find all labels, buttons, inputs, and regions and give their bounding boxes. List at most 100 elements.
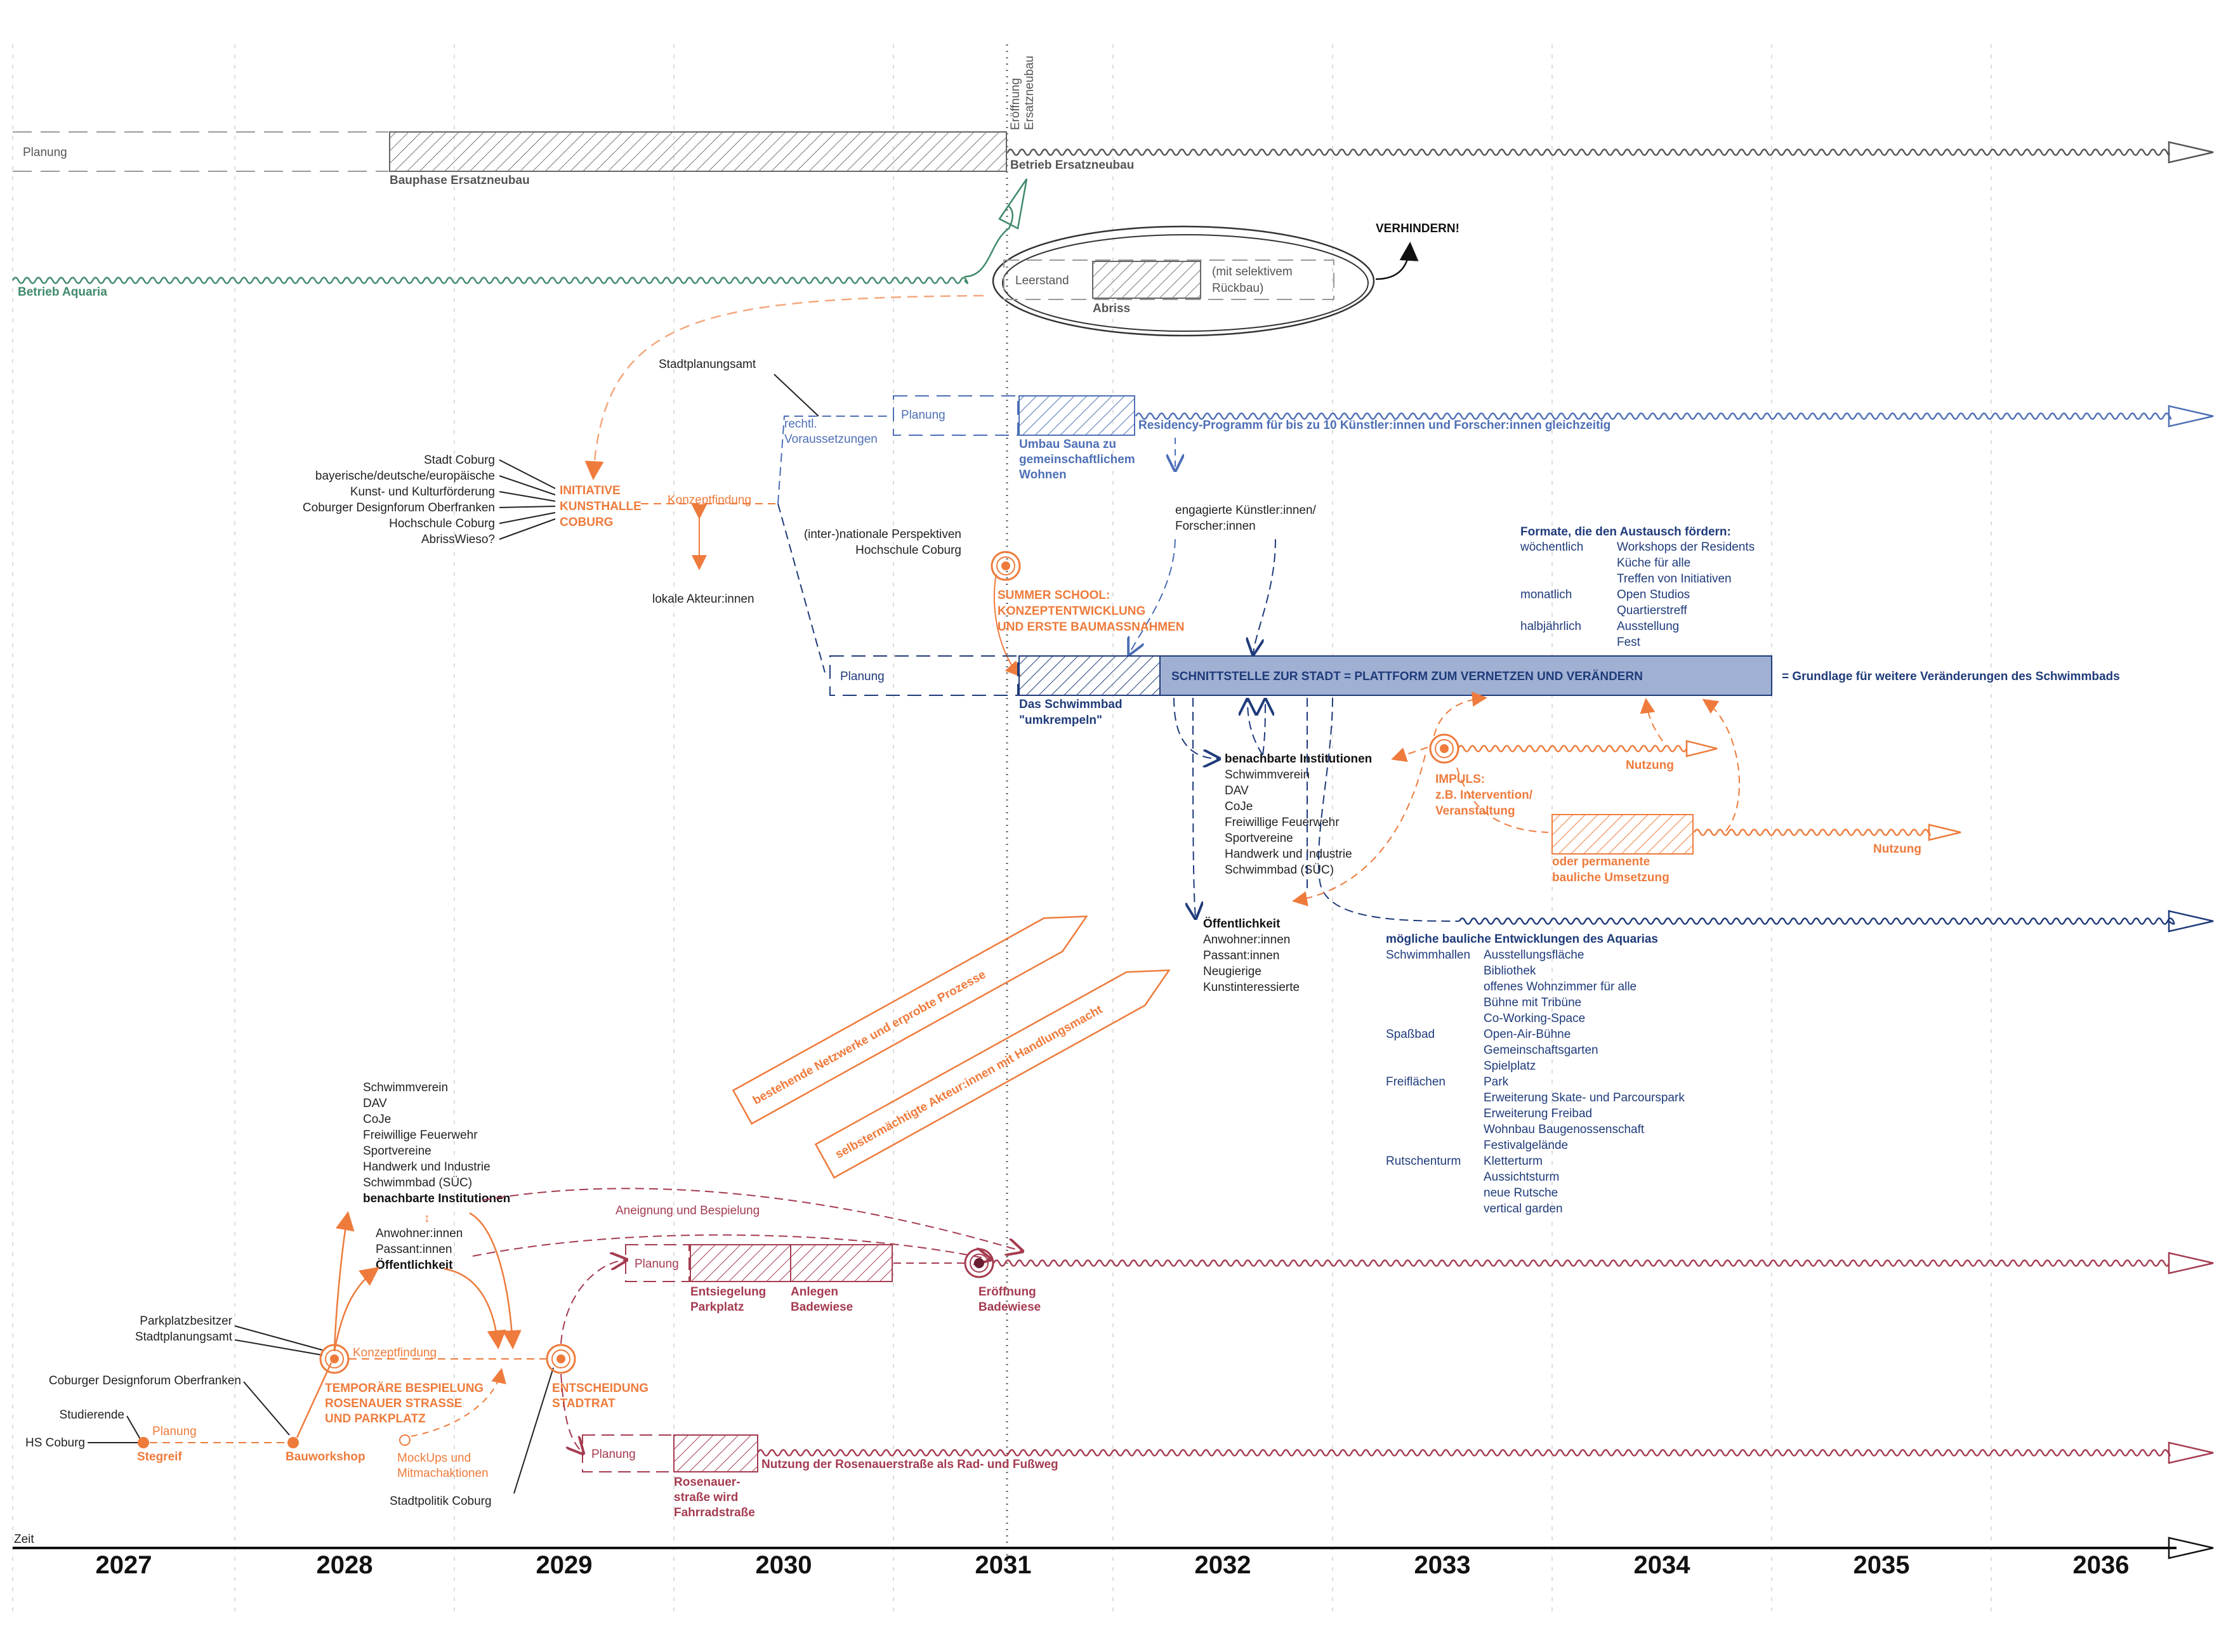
konzept-to-akteure — [333, 1211, 522, 1352]
svg-text:Forscher:innen: Forscher:innen — [1175, 520, 1256, 533]
betrieb-aquaria-wave — [11, 277, 968, 284]
svg-text:Co-Working-Space: Co-Working-Space — [1484, 1012, 1585, 1025]
label-konzeptfindung: Konzeptfindung — [668, 494, 751, 507]
label-eroeffnung-badewiese: Eröffnung Badewiese — [978, 1285, 1041, 1314]
label-schnittstelle: SCHNITTSTELLE ZUR STADT = PLATTFORM ZUM … — [1171, 670, 1643, 683]
svg-text:bayerische/deutsche/europäisch: bayerische/deutsche/europäische — [315, 469, 495, 483]
label-rosenauer: Rosenauer- straße wird Fahrradstraße — [674, 1476, 755, 1519]
year-2031: 2031 — [975, 1551, 1032, 1579]
planung-residency-frame — [893, 395, 1018, 436]
label-schwimmbad: Das Schwimmbad "umkrempeln" — [1019, 698, 1123, 727]
svg-text:Fahrradstraße: Fahrradstraße — [674, 1506, 755, 1519]
label-betrieb-aquaria: Betrieb Aquaria — [18, 285, 107, 299]
label-temporaer: TEMPORÄRE BESPIELUNG ROSENAUER STRASSE U… — [325, 1382, 484, 1426]
svg-text:Badewiese: Badewiese — [978, 1301, 1041, 1314]
konzept-target — [319, 1344, 350, 1374]
year-2027: 2027 — [96, 1551, 152, 1579]
label-rechtl-2: Voraussetzungen — [784, 433, 878, 446]
label-leerstand: Leerstand — [1015, 274, 1069, 287]
svg-text:Passant:innen: Passant:innen — [376, 1243, 452, 1256]
svg-text:Küche für alle: Küche für alle — [1617, 556, 1690, 570]
svg-text:Sportvereine: Sportvereine — [1225, 832, 1293, 845]
betrieb-neubau-arrowhead — [2168, 141, 2214, 164]
label-planung-residency: Planung — [901, 409, 945, 422]
year-2030: 2030 — [756, 1551, 812, 1579]
svg-text:Schwimmhallen: Schwimmhallen — [1386, 948, 1470, 962]
stadtpolitik-line — [513, 1367, 554, 1494]
svg-text:offenes Wohnzimmer für alle: offenes Wohnzimmer für alle — [1484, 980, 1637, 993]
label-nutzung-2: Nutzung — [1873, 842, 1921, 856]
svg-text:Stadtplanungsamt: Stadtplanungsamt — [135, 1330, 233, 1344]
label-impuls: IMPULS: z.B. Intervention/ Veranstaltung — [1435, 773, 1533, 818]
svg-text:vertical garden: vertical garden — [1484, 1202, 1563, 1216]
svg-text:Eröffnung: Eröffnung — [1009, 78, 1022, 130]
impuls-target — [1429, 733, 1459, 764]
svg-text:SUMMER SCHOOL:: SUMMER SCHOOL: — [998, 589, 1110, 602]
svg-text:Rosenauer-: Rosenauer- — [674, 1476, 741, 1489]
svg-text:bauliche Umsetzung: bauliche Umsetzung — [1552, 871, 1670, 884]
mockups-link — [411, 1368, 506, 1437]
svg-text:(inter-)nationale Perspektiven: (inter-)nationale Perspektiven — [804, 528, 961, 541]
label-bauworkshop: Bauworkshop — [286, 1450, 366, 1464]
label-hs-coburg: HS Coburg — [25, 1436, 85, 1450]
svg-text:AbrissWieso?: AbrissWieso? — [421, 533, 495, 546]
entscheidung-to-rosenau — [560, 1373, 583, 1453]
svg-text:Handwerk und Industrie: Handwerk und Industrie — [1225, 848, 1352, 861]
lower-parkplatz: Parkplatzbesitzer Stadtplanungsamt — [135, 1314, 233, 1344]
svg-text:Gemeinschaftsgarten: Gemeinschaftsgarten — [1484, 1044, 1598, 1057]
link-leerstand-to-initiative — [584, 294, 984, 480]
svg-text:CoJe: CoJe — [1225, 800, 1253, 813]
svg-text:Bühne mit Tribüne: Bühne mit Tribüne — [1484, 996, 1581, 1009]
label-aneignung: Aneignung und Bespielung — [616, 1204, 760, 1217]
svg-text:mögliche bauliche Entwicklunge: mögliche bauliche Entwicklungen des Aqua… — [1386, 933, 1658, 946]
label-planung-top: Planung — [23, 146, 67, 159]
formate-block: Formate, die den Austausch fördern: wöch… — [1520, 525, 1755, 649]
time-axis-arrowhead — [2168, 1537, 2214, 1559]
label-abriss: Abriss — [1093, 302, 1130, 315]
entwicklungen-block: mögliche bauliche Entwicklungen des Aqua… — [1386, 933, 1685, 1216]
studierende-line — [126, 1415, 142, 1441]
svg-text:Festivalgelände: Festivalgelände — [1484, 1139, 1568, 1152]
svg-text:UND ERSTE BAUMASSNAHMEN: UND ERSTE BAUMASSNAHMEN — [998, 620, 1185, 634]
betrieb-neubau-wave — [1006, 148, 2170, 156]
parkplatz-line-2 — [234, 1339, 323, 1356]
svg-text:Hochschule Coburg: Hochschule Coburg — [389, 517, 495, 530]
initiative-actors: Stadt Coburg bayerische/deutsche/europäi… — [303, 454, 495, 546]
year-2029: 2029 — [536, 1551, 593, 1579]
svg-text:Schwimmverein: Schwimmverein — [1225, 768, 1310, 782]
schnittstelle-links — [1173, 698, 1460, 922]
aquaria-rise — [964, 206, 1013, 278]
svg-text:KUNSTHALLE: KUNSTHALLE — [560, 500, 642, 513]
year-2035: 2035 — [1854, 1551, 1910, 1579]
formate-title: Formate, die den Austausch fördern: — [1520, 525, 1731, 539]
label-umbau: Umbau Sauna zu gemeinschaftlichem Wohnen — [1019, 438, 1135, 482]
abriss-bar — [1092, 261, 1201, 299]
permanent-arrowhead — [1928, 823, 1961, 841]
svg-text:Treffen von Initiativen: Treffen von Initiativen — [1617, 572, 1732, 586]
label-nutzung-rosenau: Nutzung der Rosenauerstraße als Rad- und… — [761, 1458, 1058, 1471]
label-konzeptfindung-lower: Konzeptfindung — [353, 1346, 437, 1360]
svg-text:Coburger Designforum Oberfrank: Coburger Designforum Oberfranken — [303, 501, 495, 515]
svg-text:Rutschenturm: Rutschenturm — [1386, 1155, 1461, 1168]
svg-text:Kletterturm: Kletterturm — [1484, 1155, 1543, 1168]
svg-text:Schwimmbad (SÜC): Schwimmbad (SÜC) — [363, 1176, 472, 1190]
label-rueckbau-2: Rückbau) — [1212, 282, 1263, 295]
svg-text:Öffentlichkeit: Öffentlichkeit — [376, 1259, 453, 1272]
label-verhindern: VERHINDERN! — [1376, 222, 1459, 235]
svg-text:benachbarte Institutionen: benachbarte Institutionen — [363, 1192, 510, 1205]
label-entscheidung: ENTSCHEIDUNG STADTRAT — [552, 1382, 649, 1410]
residency-arrowhead — [2168, 405, 2214, 428]
svg-text:Mitmachaktionen: Mitmachaktionen — [397, 1467, 489, 1480]
label-stegreif: Stegreif — [137, 1450, 182, 1464]
institutionen-block: benachbarte Institutionen Schwimmverein … — [1225, 752, 1372, 877]
svg-text:Quartierstreff: Quartierstreff — [1617, 604, 1687, 617]
svg-text:Parkplatz: Parkplatz — [690, 1301, 744, 1314]
svg-text:IMPULS:: IMPULS: — [1435, 773, 1485, 786]
label-lokale-akteure: lokale Akteur:innen — [652, 593, 754, 606]
svg-text:DAV: DAV — [1225, 784, 1249, 797]
impuls-arrowhead — [1685, 740, 1718, 757]
impuls-wave — [1457, 745, 1688, 752]
planung-bar-top: Planung — [13, 131, 388, 172]
svg-text:Handwerk und Industrie: Handwerk und Industrie — [363, 1160, 491, 1174]
